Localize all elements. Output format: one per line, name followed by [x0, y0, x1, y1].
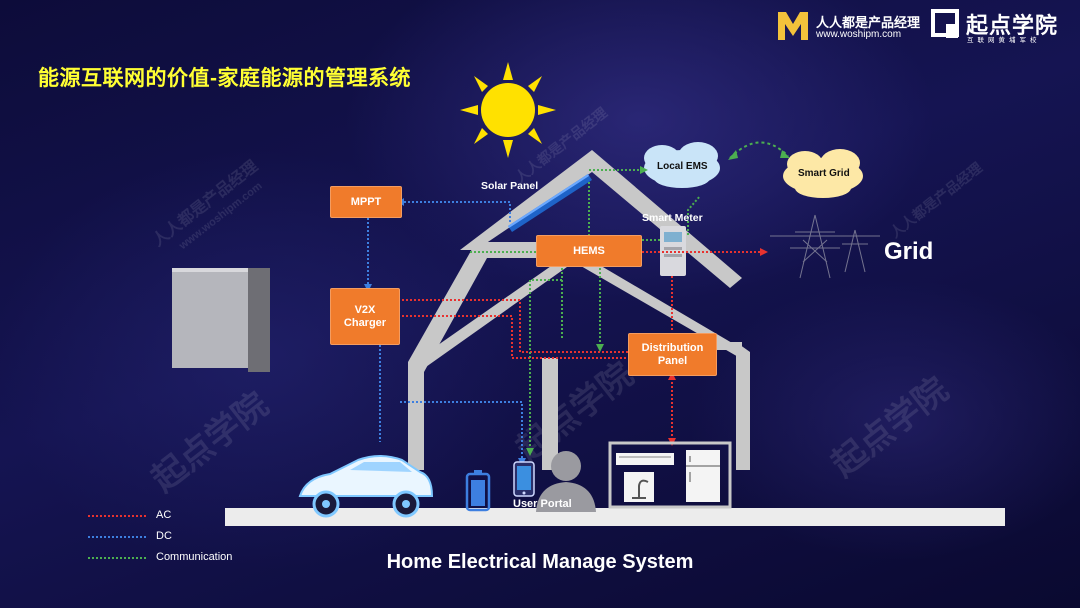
brand-academy: 起点学院 互联网黄埔军校 [930, 6, 1075, 46]
v2x-charger-box: V2X Charger [330, 288, 400, 345]
appliances-panel [608, 441, 732, 509]
battery-storage-icon [172, 268, 270, 372]
smart-grid-cloud-icon [783, 149, 863, 198]
brand-woshipm: 人人都是产品经理 www.woshipm.com [776, 8, 926, 44]
refrigerator-icon [686, 450, 720, 502]
dc-lines [367, 201, 523, 462]
grid-label: Grid [884, 238, 934, 265]
academy-logo-icon [931, 9, 959, 38]
hems-label: HEMS [573, 244, 605, 257]
brand-academy-tagline: 互联网黄埔军校 [967, 37, 1041, 44]
legend-ac-label: AC [156, 509, 172, 521]
smart-meter-label: Smart Meter [642, 212, 703, 224]
legend-communication-line [88, 557, 146, 559]
sun-icon [460, 62, 556, 158]
solar-panel-icon [508, 174, 592, 232]
legend-dc-label: DC [156, 530, 172, 542]
solar-panel-label: Solar Panel [481, 180, 539, 192]
phone-icon [513, 461, 535, 497]
v2x-label: V2X [354, 303, 376, 316]
mppt-label: MPPT [350, 195, 382, 208]
user-person-icon [536, 451, 596, 512]
distribution-label: Distribution [641, 341, 704, 354]
distribution-panel-box: Distribution Panel [628, 333, 717, 376]
local-ems-label: Local EMS [657, 161, 708, 172]
smart-grid-label: Smart Grid [798, 168, 850, 179]
brand-academy-name: 起点学院 [966, 13, 1059, 38]
local-ems-cloud-icon [644, 142, 720, 188]
transmission-tower-icon [770, 214, 880, 279]
page-title: 能源互联网的价值-家庭能源的管理系统 [38, 67, 411, 90]
house-inner-roof [408, 250, 744, 374]
communication-lines [470, 169, 701, 450]
air-conditioner-icon [616, 453, 674, 465]
brand-site-url: www.woshipm.com [816, 29, 902, 40]
panel-label: Panel [657, 354, 688, 367]
brand-site-name: 人人都是产品经理 [816, 15, 921, 30]
footer-caption: Home Electrical Manage System [386, 551, 694, 573]
mppt-box: MPPT [330, 186, 402, 218]
electric-car-icon [298, 455, 434, 518]
legend-communication-label: Communication [156, 551, 233, 563]
ground [225, 508, 1005, 526]
ac-lines [402, 251, 760, 440]
legend-dc-line [88, 536, 146, 538]
smart-meter-icon [660, 226, 686, 276]
hems-box: HEMS [536, 235, 642, 267]
house-inner-wall [542, 358, 558, 470]
v2x-charger-label: Charger [343, 316, 387, 329]
battery-icon [465, 470, 491, 512]
legend-ac-line [88, 515, 146, 517]
woshipm-logo-icon [778, 12, 808, 40]
user-portal-label: User Portal [513, 498, 572, 510]
